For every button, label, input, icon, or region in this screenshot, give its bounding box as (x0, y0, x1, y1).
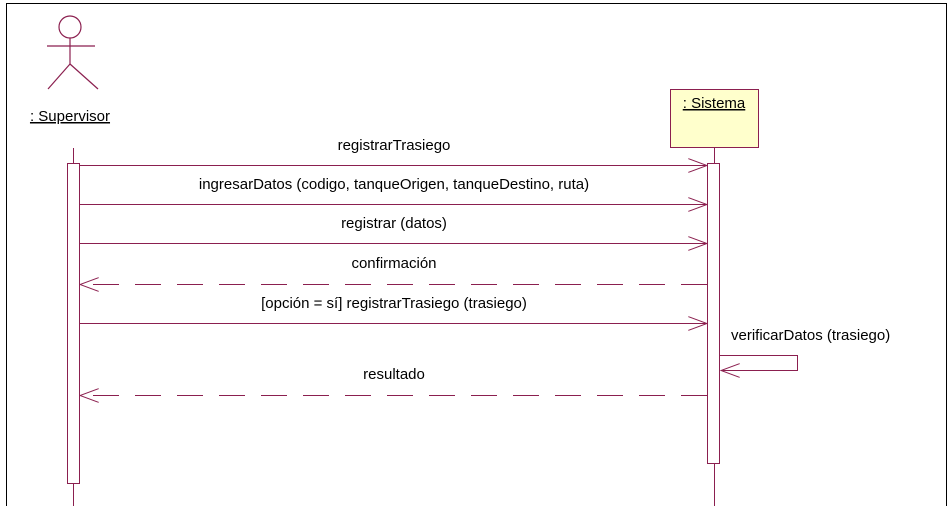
supervisor-actor-icon (47, 15, 99, 90)
self-call-arrow-verificar-datos (720, 355, 798, 371)
sistema-object-box (670, 89, 759, 148)
message-label-confirmacion: confirmación (351, 255, 436, 272)
sistema-activation-bar (707, 163, 720, 464)
message-label-ingresar-datos: ingresarDatos (codigo, tanqueOrigen, tan… (199, 176, 589, 193)
message-label-resultado: resultado (363, 366, 425, 383)
message-label-verificar-datos: verificarDatos (trasiego) (731, 327, 890, 344)
sistema-label: : Sistema (683, 95, 746, 112)
diagram-frame (6, 3, 947, 506)
message-label-registrar-datos: registrar (datos) (341, 215, 447, 232)
supervisor-activation-bar (67, 163, 80, 484)
message-label-registrar-trasiego-condicional: [opción = sí] registrarTrasiego (trasieg… (261, 295, 527, 312)
message-label-registrar-trasiego: registrarTrasiego (338, 137, 451, 154)
supervisor-label: : Supervisor (30, 108, 110, 125)
